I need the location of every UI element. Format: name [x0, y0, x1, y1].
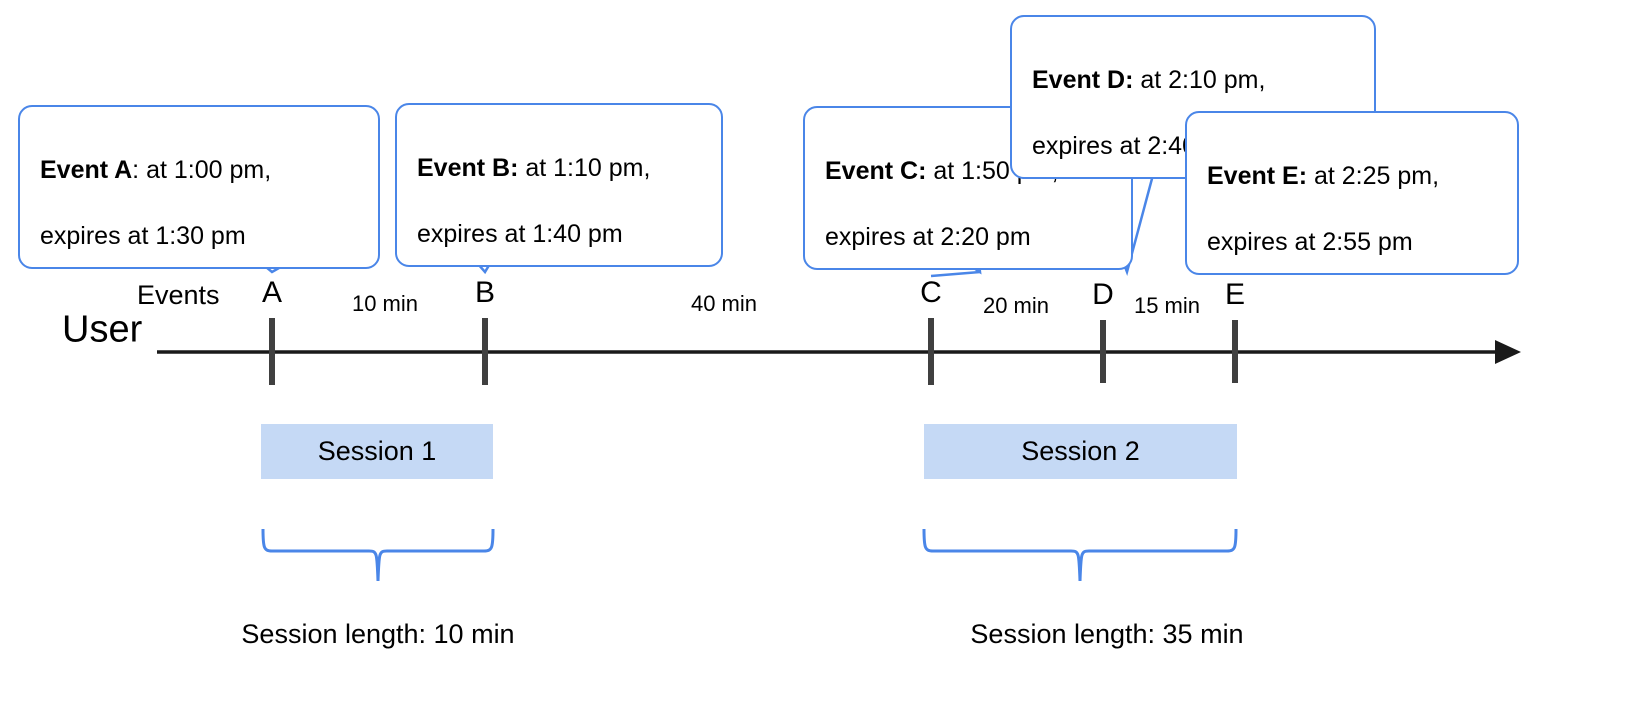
marker-label-a: A	[261, 276, 283, 309]
session-length-caption-2: Session length: 35 min	[970, 619, 1244, 649]
gap-label-d-e: 15 min	[1133, 293, 1201, 318]
session-box-2[interactable]: Session 2	[924, 424, 1237, 479]
lane-label-user: User	[62, 308, 143, 351]
callout-b-line1: at 1:10 pm,	[525, 154, 651, 182]
gap-label-a-b: 10 min	[351, 291, 419, 316]
callout-c-lead: Event C:	[825, 157, 927, 185]
callout-b-lead: Event B:	[417, 154, 519, 182]
session-length-caption-1: Session length: 10 min	[241, 619, 515, 649]
callout-e-lead: Event E:	[1207, 162, 1308, 190]
callout-d-line1: at 2:10 pm,	[1140, 66, 1266, 94]
callout-d-lead: Event D:	[1032, 66, 1134, 94]
callout-a-line1: at 1:00 pm,	[146, 156, 272, 184]
marker-label-e: E	[1224, 278, 1246, 311]
marker-label-b: B	[474, 276, 496, 309]
callout-e-sep	[1307, 162, 1314, 190]
timeline-axis	[157, 340, 1521, 364]
callout-e-line1: at 2:25 pm,	[1313, 162, 1440, 190]
callout-a-sep: :	[132, 156, 147, 184]
callout-e-line2: expires at 2:55 pm	[1207, 228, 1413, 256]
session-box-1[interactable]: Session 1	[261, 424, 493, 479]
session-box-2-label: Session 2	[1021, 436, 1140, 466]
timeline-markers	[269, 318, 1238, 385]
gap-label-b-c: 40 min	[690, 291, 758, 316]
callout-event-a[interactable]: Event A: at 1:00 pm, expires at 1:30 pm	[18, 105, 380, 269]
callout-b-line2: expires at 1:40 pm	[417, 220, 623, 248]
gap-label-c-d: 20 min	[982, 293, 1050, 318]
marker-label-d: D	[1092, 278, 1114, 311]
callout-c-line2: expires at 2:20 pm	[825, 223, 1031, 251]
callout-event-e[interactable]: Event E: at 2:25 pm, expires at 2:55 pm	[1185, 111, 1519, 275]
session-1-brace	[261, 528, 495, 582]
marker-label-c: C	[920, 276, 942, 309]
callout-a-lead: Event A	[40, 156, 133, 184]
callout-event-b[interactable]: Event B: at 1:10 pm, expires at 1:40 pm	[395, 103, 723, 267]
row-label-events: Events	[137, 280, 220, 310]
session-box-1-label: Session 1	[317, 436, 437, 466]
callout-a-line2: expires at 1:30 pm	[40, 222, 246, 250]
session-2-brace	[922, 528, 1238, 582]
